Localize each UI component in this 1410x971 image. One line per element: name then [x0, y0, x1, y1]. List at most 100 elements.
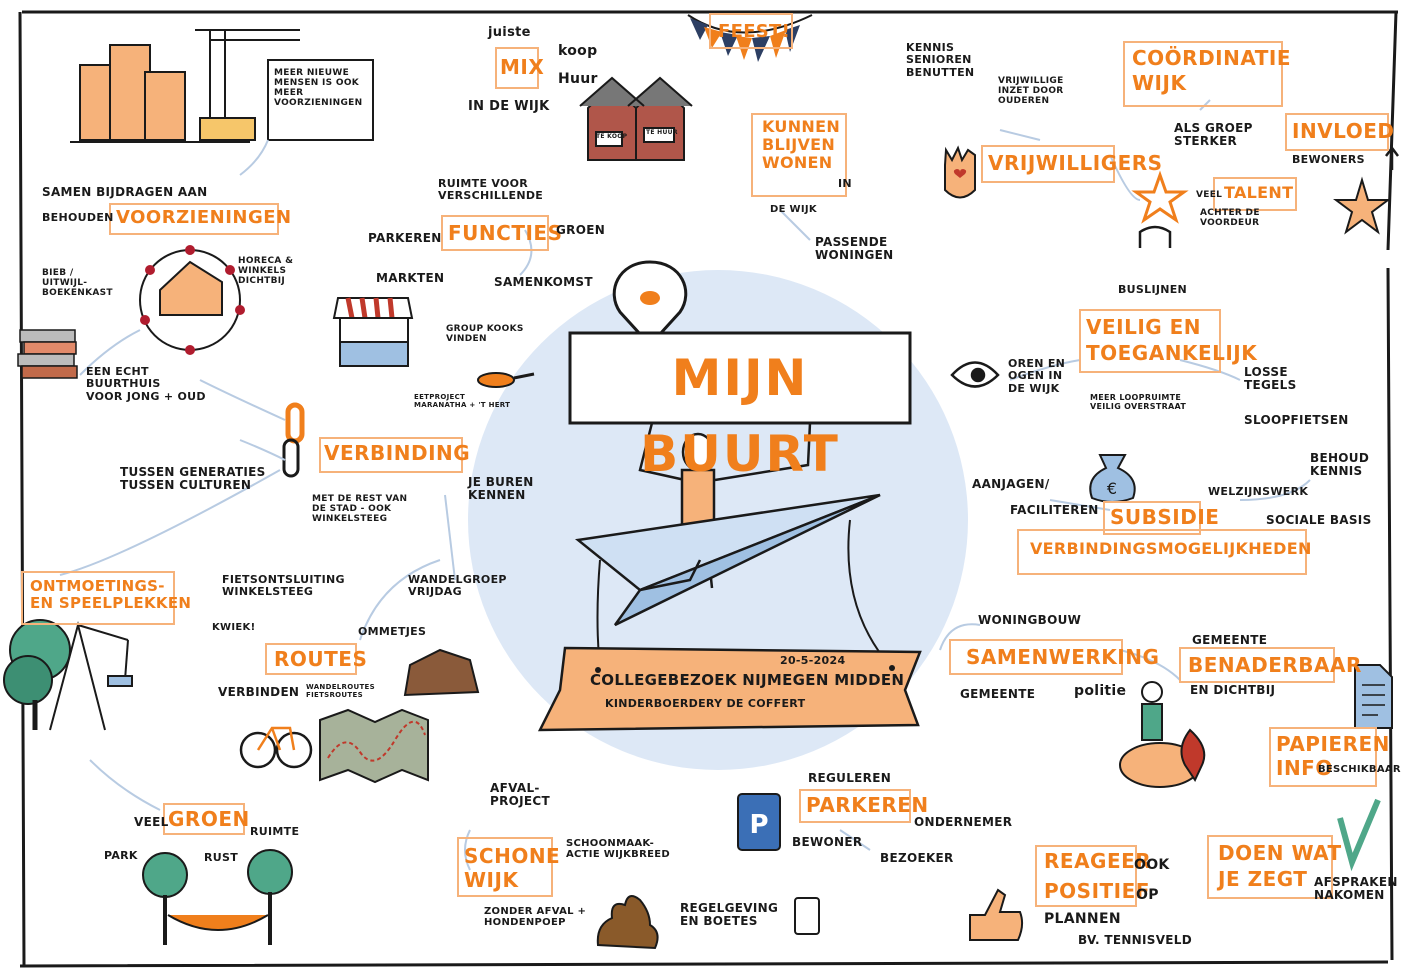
papieren-title: PAPIEREN INFO [1276, 732, 1390, 780]
buildings-crane-icon [70, 29, 374, 143]
subsidie-title: SUBSIDIE [1110, 505, 1220, 529]
samenwerking-politie: politie [1074, 683, 1127, 699]
samenwerking-gemeente: GEMEENTE [960, 687, 1036, 701]
als-groep: ALS GROEP STERKER [1174, 121, 1253, 149]
zonder-afval: ZONDER AFVAL + HONDENPOEP [484, 906, 587, 929]
hiking-boot-icon [403, 648, 480, 697]
parkeren-title: PARKEREN [806, 793, 929, 817]
invloed-title: INVLOED [1292, 119, 1395, 143]
pan-icon [477, 372, 535, 388]
papieren-beschikbaar: BESCHIKBAAR [1318, 764, 1401, 775]
afval-project: AFVAL- PROJECT [490, 781, 550, 809]
talent-title: TALENT [1224, 183, 1294, 202]
functies-parkeren: PARKEREN [368, 231, 442, 245]
person-on-pin-icon [1119, 681, 1206, 788]
functies-title: FUNCTIES [448, 221, 563, 245]
talent-veel: VEEL [1196, 190, 1223, 200]
title-board [568, 331, 912, 425]
crane-note: MEER NIEUWE MENSEN IS OOK MEER VOORZIENI… [274, 68, 363, 109]
parking-sign-icon: P [737, 793, 781, 851]
welzijnswerk: WELZIJNSWERK [1208, 485, 1309, 498]
benaderbaar-gemeente: GEMEENTE [1192, 633, 1268, 647]
bieb: BIEB / UITWIJL- BOEKENKAST [42, 268, 113, 299]
paper-plane-icon [574, 493, 881, 627]
invloed-bewoners: BEWONERS [1292, 153, 1365, 166]
banner-line1: COLLEGEBEZOEK NIJMEGEN MIDDEN [590, 671, 905, 689]
kwiek: KWIEK! [212, 622, 256, 633]
verbindingsmogelijkheden: VERBINDINGSMOGELIJKHEDEN [1030, 539, 1312, 558]
veilig-title: VEILIG EN TOEGANKELIJK [1086, 315, 1258, 365]
mix-juiste: juiste [488, 25, 531, 40]
talent-achter: ACHTER DE VOORDEUR [1200, 208, 1260, 229]
behoud-kennis: BEHOUD KENNIS [1310, 451, 1370, 479]
benaderbaar-title: BENADERBAAR [1188, 653, 1362, 677]
swing-tree-icon [3, 619, 133, 731]
functies-groen: GROEN [556, 223, 606, 237]
eye-icon [950, 361, 1000, 388]
regelgeving: REGELGEVING EN BOETES [680, 901, 779, 929]
houses-icon [579, 76, 693, 161]
thumbs-up-icon [969, 888, 1024, 941]
horeca: HORECA & WINKELS DICHTBIJ [238, 256, 294, 287]
chain-link-icon [282, 402, 305, 478]
svg-text:P: P [749, 810, 768, 840]
mix-koop: koop [558, 43, 598, 59]
plannen: PLANNEN [1044, 911, 1121, 927]
tennisveld: BV. TENNISVELD [1078, 933, 1193, 947]
feest-label: FEEST! [718, 21, 791, 42]
positief-title: POSITIEF [1044, 879, 1150, 903]
tussen-generaties: TUSSEN GENERATIES TUSSEN CULTUREN [120, 465, 266, 493]
fine-document-icon [794, 897, 820, 935]
routes-title: ROUTES [274, 647, 368, 671]
fietsontsluiting: FIETSONTSLUITING WINKELSTEEG [222, 573, 345, 599]
svg-text:€: € [1107, 479, 1117, 498]
behouden: BEHOUDEN [42, 211, 114, 224]
rest-van-stad: MET DE REST VAN DE STAD - OOK WINKELSTEE… [312, 494, 408, 525]
mix-huur: Huur [558, 71, 598, 87]
sloopfietsen: SLOOPFIETSEN [1244, 413, 1349, 427]
meer-loopruimte: MEER LOOPRUIMTE VEILIG OVERSTRAAT [1090, 393, 1187, 411]
vrijwilligers-title: VRIJWILLIGERS [988, 151, 1163, 175]
bicycle-icon [239, 726, 313, 769]
bewoner: BEWONER [792, 835, 863, 849]
wandelgroep: WANDELGROEP VRIJDAG [408, 573, 507, 599]
ruimte-voor: RUIMTE VOOR VERSCHILLENDE [438, 177, 544, 203]
banner-line2: KINDERBOERDERY DE COFFERT [605, 697, 806, 710]
afspraken: AFSPRAKEN NAKOMEN [1314, 875, 1398, 903]
label-boxes [21, 13, 1389, 907]
coordinatie-title: COÖRDINATIE WIJK [1132, 46, 1292, 95]
mix-wijk: IN DE WIJK [468, 99, 550, 114]
functies-markten: MARKTEN [376, 271, 445, 285]
reguleren: REGULEREN [808, 771, 892, 785]
sign-te-koop: TE KOOP [596, 133, 628, 140]
invloed-star-icon [1333, 145, 1399, 235]
aanjagen: AANJAGEN/ [972, 477, 1050, 491]
poop-icon [596, 895, 659, 950]
hand-heart-icon [944, 145, 976, 199]
losse-tegels: LOSSE TEGELS [1244, 365, 1297, 393]
eetproject: EETPROJECT MARANATHA + 't HERT [414, 393, 511, 409]
benaderbaar-dichtbij: EN DICHTBIJ [1190, 683, 1276, 697]
bezoeker: BEZOEKER [880, 851, 954, 865]
oren-ogen: OREN EN OGEN IN DE WIJK [1008, 357, 1066, 395]
reageer-op: OP [1136, 887, 1159, 903]
ommetjes: OMMETJES [358, 625, 427, 638]
doen-title: DOEN WAT JE ZEGT [1218, 841, 1342, 891]
mix-title: MIX [500, 55, 545, 79]
frame [18, 10, 1398, 968]
banner [537, 646, 922, 732]
groen-title: GROEN [168, 807, 250, 831]
check-icon [1337, 798, 1381, 872]
main-title: MIJN BUURT [640, 349, 840, 483]
kennis-senioren: KENNIS SENIOREN BENUTTEN [906, 41, 975, 79]
verbinding-title: VERBINDING [324, 441, 471, 465]
verbinden: VERBINDEN [218, 685, 300, 699]
vrijwillige-inzet: VRIJWILLIGE INZET DOOR OUDEREN [998, 76, 1064, 107]
connectors [59, 99, 1311, 871]
passende-woningen: PASSENDE WONINGEN [815, 235, 894, 263]
buslijnen: BUSLIJNEN [1118, 283, 1188, 296]
sociale-basis: SOCIALE BASIS [1266, 513, 1372, 527]
sign-te-huur: TE HUUR [646, 129, 678, 136]
books-icon [17, 329, 78, 379]
